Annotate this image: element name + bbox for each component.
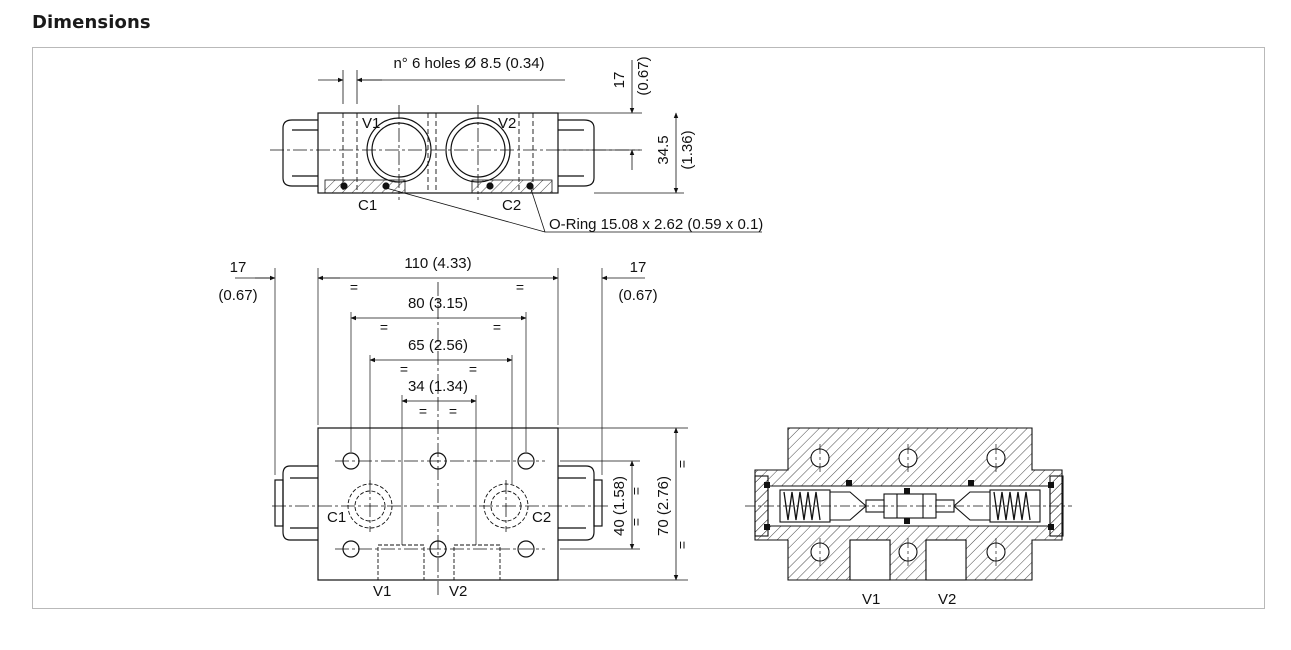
eq-mark: = <box>674 460 690 468</box>
top-port-c1-label: C1 <box>358 197 377 214</box>
front-view-right-nut <box>558 465 595 541</box>
dim-40: 40 (1.58) <box>611 476 628 536</box>
eq-mark: = <box>449 403 457 419</box>
dim-110: 110 (4.33) <box>404 255 471 272</box>
eq-mark: = <box>419 403 427 419</box>
front-view <box>235 268 688 595</box>
front-left-17-in: (0.67) <box>218 287 257 304</box>
dim-65: 65 (2.56) <box>408 337 468 354</box>
eq-mark: = <box>400 361 408 377</box>
dim-34: 34 (1.34) <box>408 378 468 395</box>
oring-label: O-Ring 15.08 x 2.62 (0.59 x 0.1) <box>549 216 763 233</box>
top-dim-17: 17 <box>611 72 628 89</box>
top-dim-345: 34.5 <box>655 135 672 164</box>
top-dim-345-in: (1.36) <box>679 130 696 169</box>
top-view-body <box>317 112 559 194</box>
top-dim-17-in: (0.67) <box>635 56 652 95</box>
dim-70: 70 (2.76) <box>655 476 672 536</box>
top-port-v2-label: V2 <box>498 115 516 132</box>
front-port-c2-label: C2 <box>532 509 551 526</box>
top-port-v1-label: V1 <box>362 115 380 132</box>
eq-mark: = <box>380 319 388 335</box>
section-title: Dimensions <box>32 12 151 33</box>
front-port-v1-label: V1 <box>373 583 391 600</box>
front-port-c1-label: C1 <box>327 509 346 526</box>
dim-80: 80 (3.15) <box>408 295 468 312</box>
front-view-left-nut <box>282 465 318 541</box>
holes-label: n° 6 holes Ø 8.5 (0.34) <box>393 55 544 72</box>
top-view-right-nut <box>558 119 595 187</box>
section-view <box>745 427 1072 581</box>
front-right-17: 17 <box>630 259 647 276</box>
eq-mark: = <box>516 279 524 295</box>
front-port-v2-label: V2 <box>449 583 467 600</box>
eq-mark: = <box>350 279 358 295</box>
section-port-v2-label: V2 <box>938 591 956 608</box>
section-port-v1-label: V1 <box>862 591 880 608</box>
eq-mark: = <box>628 518 644 526</box>
front-right-17-in: (0.67) <box>618 287 657 304</box>
eq-mark: = <box>628 487 644 495</box>
top-view <box>270 60 762 233</box>
eq-mark: = <box>469 361 477 377</box>
eq-mark: = <box>674 541 690 549</box>
top-view-left-nut <box>282 119 318 187</box>
top-port-c2-label: C2 <box>502 197 521 214</box>
eq-mark: = <box>493 319 501 335</box>
front-left-17: 17 <box>230 259 247 276</box>
